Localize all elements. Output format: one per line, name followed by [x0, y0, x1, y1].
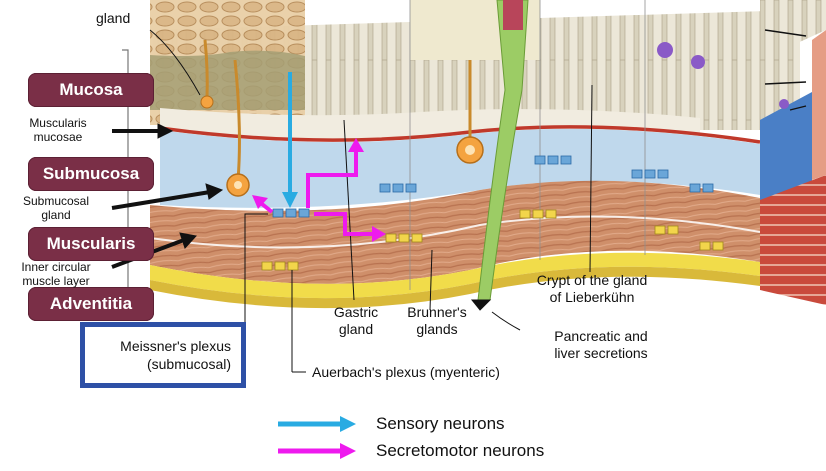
- label-brunners-glands: Brunner's glands: [407, 304, 467, 337]
- tissue-block: [122, 0, 826, 321]
- leader-lines: [149, 29, 807, 373]
- label-gland-top: gland: [96, 10, 131, 26]
- meissner-label-line2: (submucosal): [146, 356, 231, 372]
- label-pancreatic-liver-secretions: Pancreatic and liver secretions: [554, 328, 648, 361]
- meissner-plexus-box: Meissner's plexus (submucosal): [80, 322, 246, 388]
- secretomotor-neuron-arrows: [260, 148, 374, 236]
- legend-sensory-arrow: [278, 416, 356, 432]
- legend-secretomotor-arrow: [278, 443, 356, 459]
- tag-mucosa: Mucosa: [28, 73, 154, 107]
- label-crypt-lieberkuhn: Crypt of the gland of Lieberkühn: [536, 272, 648, 305]
- tag-muscularis: Muscularis: [28, 227, 154, 261]
- meissner-plexus-nodes: [272, 155, 714, 218]
- label-submucosal-gland: Submucosal gland: [22, 194, 90, 222]
- auerbach-plexus-nodes: [261, 209, 724, 271]
- label-auerbach-plexus: Auerbach's plexus (myenteric): [312, 364, 500, 380]
- legend-sensory-label: Sensory neurons: [376, 414, 505, 433]
- label-inner-circular-muscle: Inner circular muscle layer: [21, 260, 91, 288]
- meissner-label-line1: Meissner's plexus: [120, 338, 231, 354]
- secretomotor-arrowheads: [252, 138, 386, 242]
- label-gastric-gland: Gastric gland: [333, 304, 379, 337]
- label-muscularis-mucosae: Muscularis mucosae: [29, 116, 87, 144]
- sensory-neuron-arrow: [282, 72, 298, 208]
- legend-secretomotor-label: Secretomotor neurons: [376, 441, 545, 460]
- tag-submucosa: Submucosa: [28, 157, 154, 191]
- tag-adventitia: Adventitia: [28, 287, 154, 321]
